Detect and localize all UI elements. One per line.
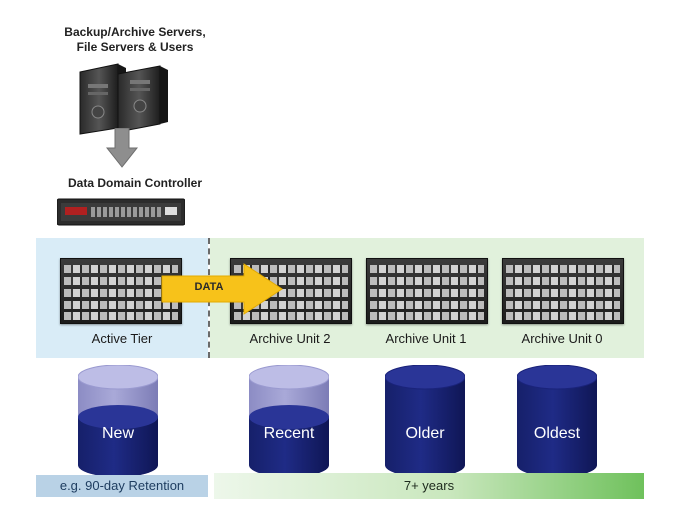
controller-unit-icon xyxy=(57,198,185,226)
cylinder-new: New xyxy=(78,365,158,477)
cylinder-oldest: Oldest xyxy=(517,365,597,477)
controller-title: Data Domain Controller xyxy=(67,176,202,190)
archive-unit-2-label: Archive Unit 2 xyxy=(249,331,331,346)
servers-title: Backup/Archive Servers, File Servers & U… xyxy=(30,25,240,55)
server-towers-icon xyxy=(79,63,168,135)
retention-short-bar: e.g. 90-day Retention xyxy=(36,475,208,497)
cylinder-label: Older xyxy=(405,425,445,442)
cylinder-recent: Recent xyxy=(249,365,329,477)
archive-unit-1-label: Archive Unit 1 xyxy=(385,331,467,346)
servers-title-line2: File Servers & Users xyxy=(76,40,194,54)
archive-unit-0-storage xyxy=(502,258,624,324)
archive-unit-0-label: Archive Unit 0 xyxy=(521,331,603,346)
archive-unit-1-storage xyxy=(366,258,488,324)
data-flow-label: DATA xyxy=(194,281,224,293)
cylinder-label: Recent xyxy=(263,425,315,442)
cylinder-label: New xyxy=(101,425,134,442)
servers-title-line1: Backup/Archive Servers, xyxy=(64,25,206,39)
cylinder-label: Oldest xyxy=(533,425,581,442)
cylinder-older: Older xyxy=(385,365,465,477)
active-tier-storage-unit xyxy=(60,258,182,324)
retention-long-label: 7+ years xyxy=(403,478,455,493)
retention-long-bar: 7+ years xyxy=(214,473,644,499)
down-arrow-icon xyxy=(106,128,138,168)
data-flow-arrow xyxy=(161,263,283,315)
retention-short-label: e.g. 90-day Retention xyxy=(59,478,185,493)
active-tier-label: Active Tier xyxy=(91,331,153,346)
